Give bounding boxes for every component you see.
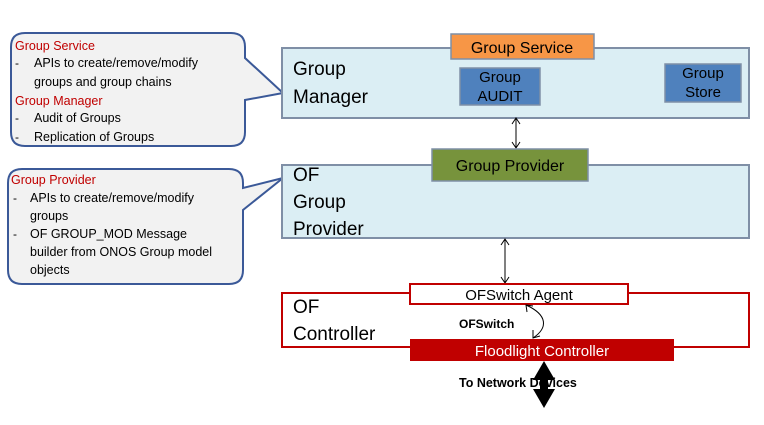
callout-bullet: APIs to create/remove/modify (30, 191, 195, 205)
callout-dash: - (15, 56, 19, 70)
ofswitch-link-arrow (525, 304, 544, 339)
of-controller-title: Controller (293, 324, 376, 345)
group-provider-label: Group Provider (456, 158, 565, 175)
callout-bullet: OF GROUP_MOD Message (30, 227, 187, 241)
callout-dash: - (15, 111, 19, 125)
group-store-label: Store (685, 84, 721, 101)
callout-bullet: Audit of Groups (34, 111, 121, 125)
callout-bullet: objects (30, 263, 70, 277)
of-controller-title: OF (293, 297, 319, 318)
bidirectional-arrow (511, 117, 521, 149)
ofswitch-agent-label: OFSwitch Agent (465, 287, 573, 304)
callout-dash: - (13, 227, 17, 241)
group-store-label: Group (682, 65, 724, 82)
callout-dash: - (15, 130, 19, 144)
callout-dash: - (13, 191, 17, 205)
callout-bullet: Replication of Groups (34, 130, 154, 144)
group-audit-box (459, 67, 541, 106)
network-devices-label: To Network Devices (459, 376, 577, 390)
group-manager-callout (10, 32, 286, 147)
callout-bullet: builder from ONOS Group model (30, 245, 212, 259)
network-devices-arrow (533, 361, 555, 408)
group-service-tab (450, 33, 595, 60)
floodlight-controller-box (410, 339, 674, 361)
callout-bullet: APIs to create/remove/modify (34, 56, 199, 70)
callout-provider-heading: Group Provider (11, 173, 96, 187)
group-audit-label: AUDIT (478, 88, 523, 105)
group-manager-title: Group (293, 59, 346, 80)
callout-manager-heading: Group Manager (15, 94, 103, 108)
group-audit-label: Group (479, 69, 521, 86)
ofswitch-agent-box (409, 283, 629, 305)
group-store-box (664, 63, 742, 103)
floodlight-controller-label: Floodlight Controller (475, 343, 609, 360)
of-group-provider-title: Group (293, 192, 346, 213)
ofswitch-link-label: OFSwitch (459, 317, 514, 331)
group-manager-title: Manager (293, 87, 369, 108)
callout-service-heading: Group Service (15, 39, 95, 53)
group-provider-tab (431, 148, 589, 182)
group-provider-callout (7, 168, 284, 285)
of-group-provider-title: Provider (293, 219, 364, 240)
callout-bullet: groups and group chains (34, 75, 172, 89)
callout-bullet: groups (30, 209, 68, 223)
group-service-label: Group Service (471, 40, 573, 57)
of-group-provider-title: OF (293, 165, 319, 186)
bidirectional-arrow (500, 238, 510, 284)
